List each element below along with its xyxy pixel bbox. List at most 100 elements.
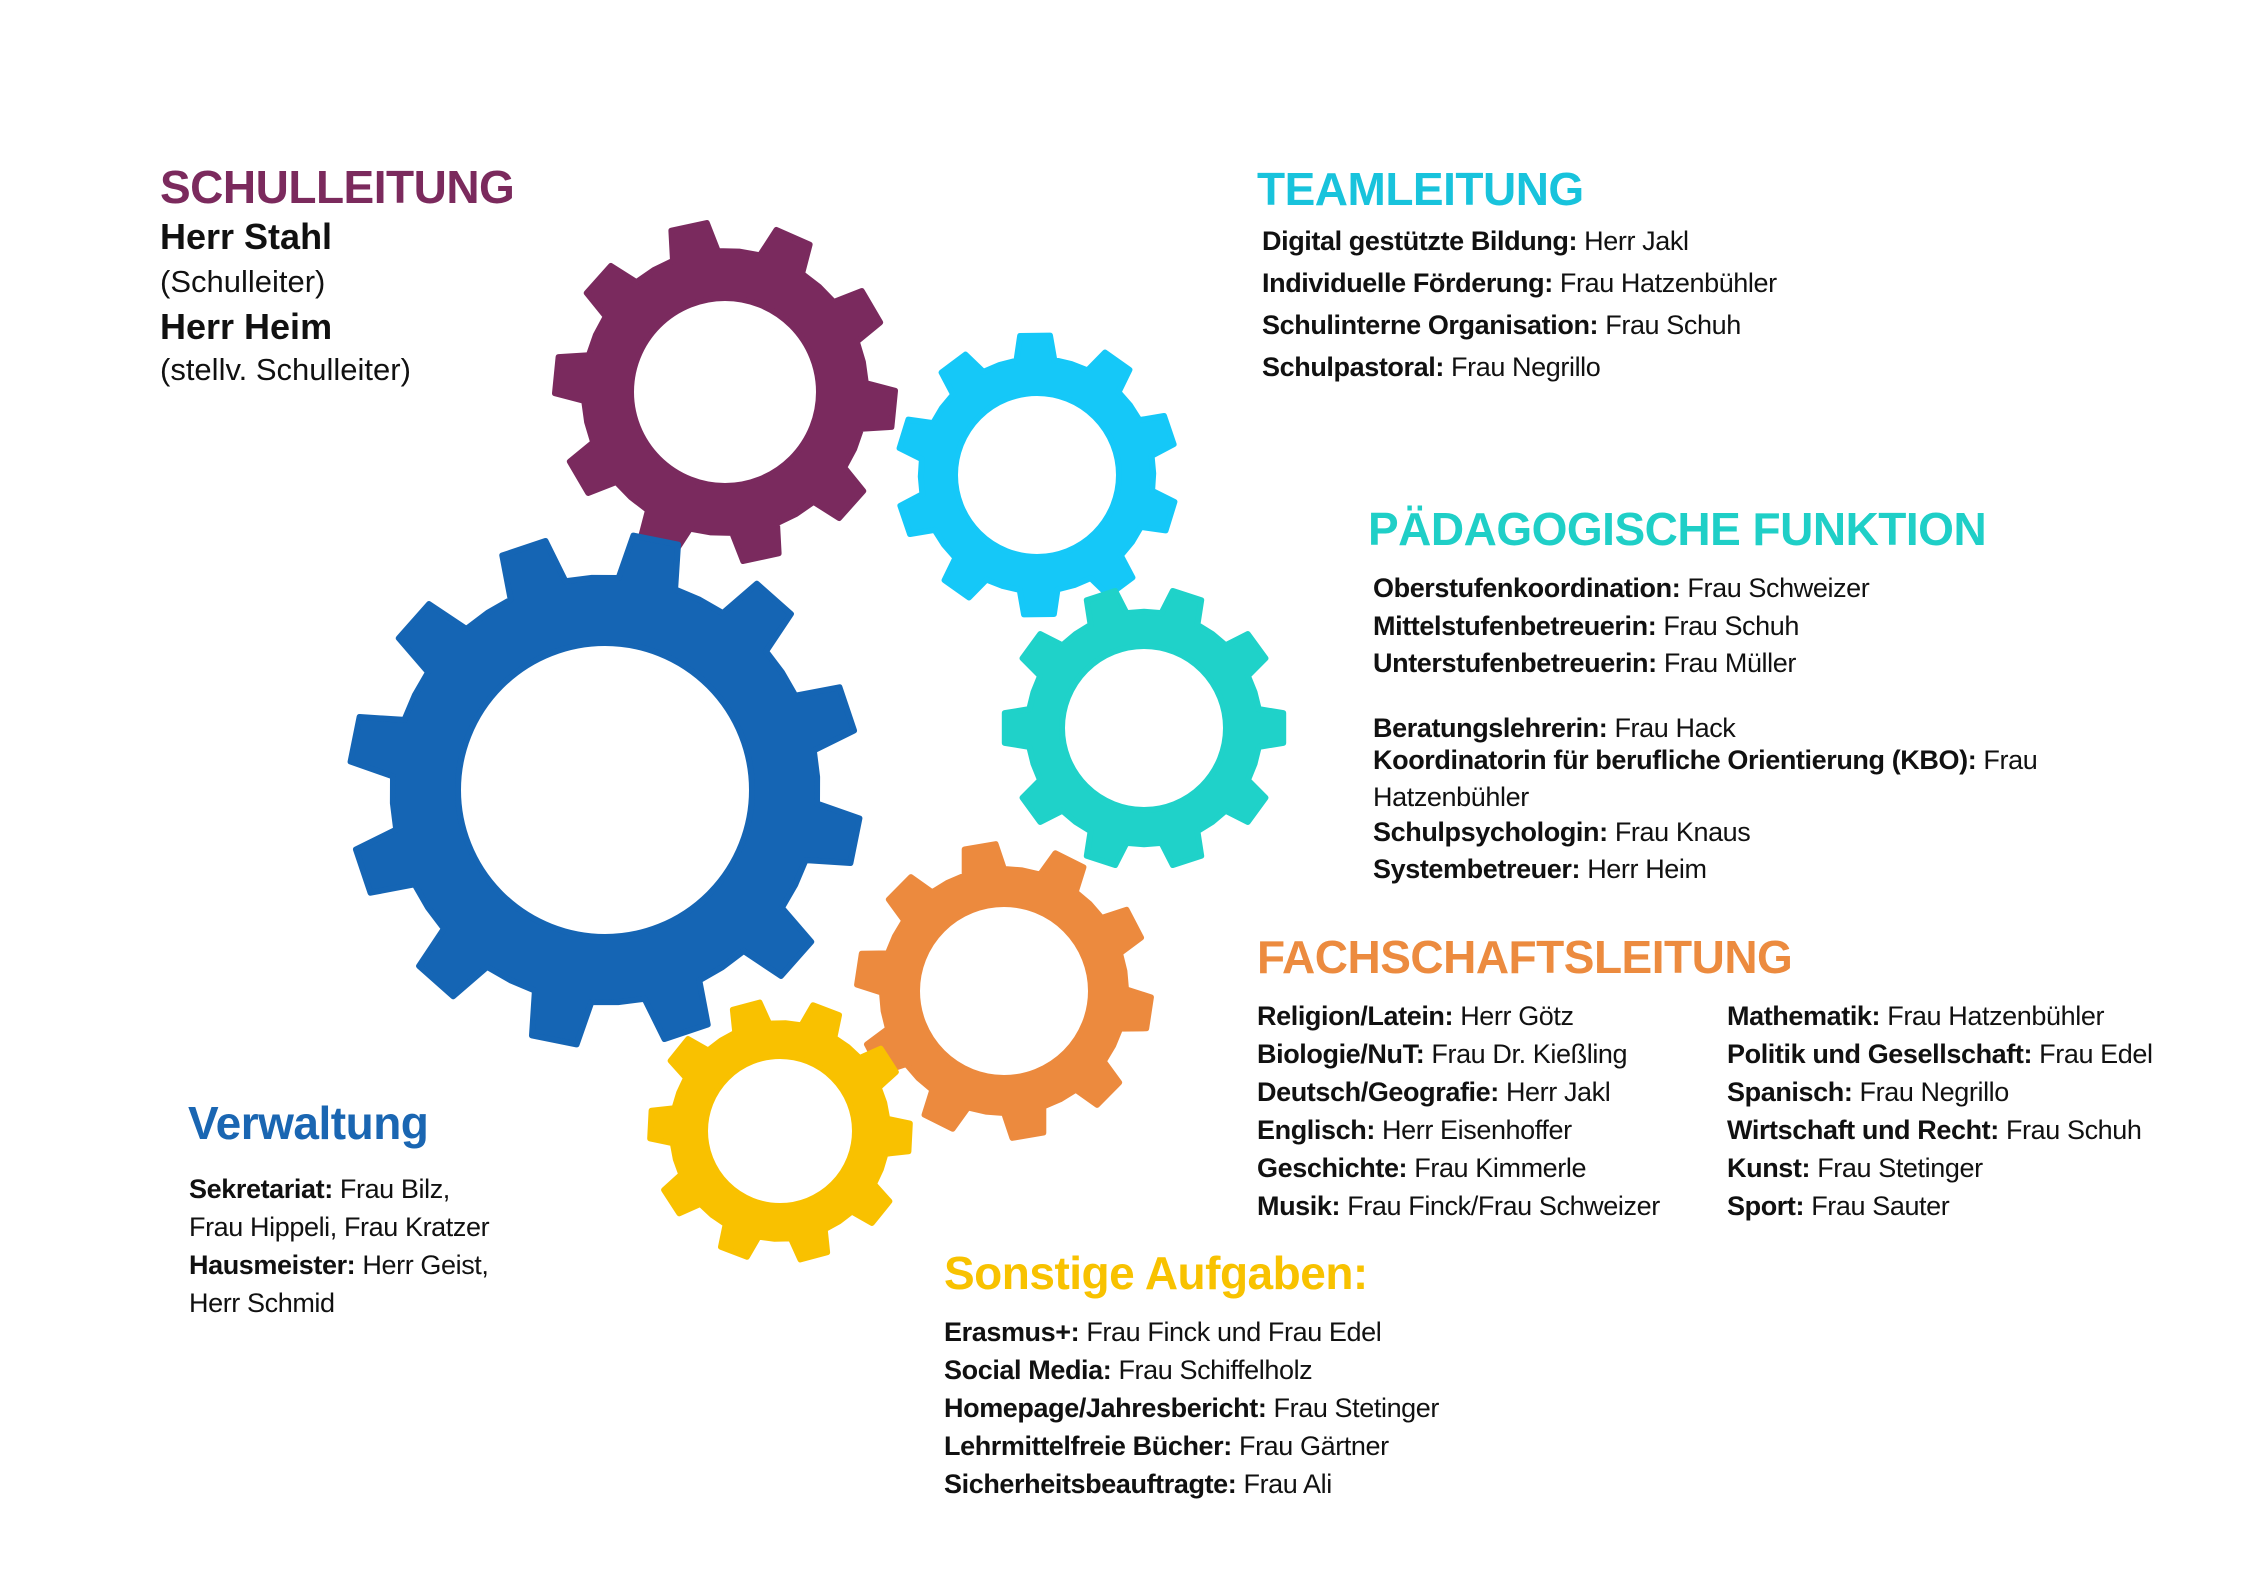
item-value: Frau Kimmerle — [1407, 1153, 1587, 1183]
item-value: Frau Gärtner — [1231, 1431, 1389, 1461]
item-label: Social Media: — [944, 1355, 1112, 1385]
list-item: Politik und Gesellschaft: Frau Edel — [1727, 1039, 2153, 1070]
item-label: Sport: — [1727, 1191, 1805, 1221]
list-item: Social Media: Frau Schiffelholz — [944, 1355, 1313, 1386]
item-label: Kunst: — [1727, 1153, 1811, 1183]
item-label: Homepage/Jahresbericht: — [944, 1393, 1267, 1423]
list-item: Lehrmittelfreie Bücher: Frau Gärtner — [944, 1431, 1389, 1462]
hausmeister-label: Hausmeister: — [189, 1250, 356, 1280]
item-value: Herr Eisenhoffer — [1374, 1115, 1572, 1145]
fachschaft-title: FACHSCHAFTSLEITUNG — [1257, 931, 1793, 983]
item-label: Mathematik: — [1727, 1001, 1881, 1031]
list-item: Deutsch/Geografie: Herr Jakl — [1257, 1077, 1611, 1108]
item-value: Frau Hatzenbühler — [1880, 1001, 2105, 1031]
item-label: Mittelstufenbetreuerin: — [1373, 611, 1657, 641]
schulleiter-role: (Schulleiter) — [160, 264, 326, 299]
item-label: Spanisch: — [1727, 1077, 1853, 1107]
item-value: Frau Sauter — [1804, 1191, 1950, 1221]
schulleitung-section: SCHULLEITUNG Herr Stahl (Schulleiter) He… — [160, 160, 515, 388]
item-label: Englisch: — [1257, 1115, 1375, 1145]
item-label: Geschichte: — [1257, 1153, 1408, 1183]
light-blue-gear-icon — [896, 332, 1178, 618]
item-label: Musik: — [1257, 1191, 1341, 1221]
teamleitung-title: TEAMLEITUNG — [1257, 163, 1584, 215]
list-item: Koordinatorin für berufliche Orientierun… — [1373, 745, 2038, 776]
item-label: Schulinterne Organisation: — [1262, 310, 1599, 340]
item-value: Frau Hatzenbühler — [1552, 268, 1777, 298]
schulleitung-title: SCHULLEITUNG — [160, 161, 515, 213]
item-label: Sicherheitsbeauftragte: — [944, 1469, 1237, 1499]
paedagogisch-title: PÄDAGOGISCHE FUNKTION — [1368, 503, 1987, 555]
item-value: Frau Schiffelholz — [1111, 1355, 1313, 1385]
item-label: Schulpastoral: — [1262, 352, 1444, 382]
item-label: Schulpsychologin: — [1373, 817, 1608, 847]
item-value: Frau Dr. Kießling — [1424, 1039, 1628, 1069]
purple-gear-icon — [552, 220, 898, 564]
item-label: Oberstufenkoordination: — [1373, 573, 1681, 603]
orange-gear-icon — [854, 841, 1154, 1141]
item-value: Frau Negrillo — [1443, 352, 1601, 382]
item-value: Frau Schweizer — [1680, 573, 1870, 603]
list-item: Homepage/Jahresbericht: Frau Stetinger — [944, 1393, 1439, 1424]
list-item: Schulinterne Organisation: Frau Schuh — [1262, 310, 1741, 341]
list-item: Sicherheitsbeauftragte: Frau Ali — [944, 1469, 1332, 1500]
sekretariat-label: Sekretariat: — [189, 1174, 333, 1204]
item-label: Lehrmittelfreie Bücher: — [944, 1431, 1232, 1461]
list-item: Sport: Frau Sauter — [1727, 1191, 1950, 1222]
list-item: Biologie/NuT: Frau Dr. Kießling — [1257, 1039, 1628, 1070]
list-item: Oberstufenkoordination: Frau Schweizer — [1373, 573, 1870, 604]
item-label: Unterstufenbetreuerin: — [1373, 648, 1657, 678]
item-value: Frau Müller — [1656, 648, 1797, 678]
verwaltung-title: Verwaltung — [188, 1097, 429, 1149]
stellv-schulleiter-name: Herr Heim — [160, 306, 333, 347]
item-label: Religion/Latein: — [1257, 1001, 1454, 1031]
item-value: Frau Finck/Frau Schweizer — [1340, 1191, 1660, 1221]
list-item: Unterstufenbetreuerin: Frau Müller — [1373, 648, 1796, 679]
list-item: Schulpastoral: Frau Negrillo — [1262, 352, 1601, 383]
item-value: Herr Heim — [1580, 854, 1707, 884]
list-item: Systembetreuer: Herr Heim — [1373, 854, 1707, 885]
item-value: Frau Schuh — [1998, 1115, 2142, 1145]
item-label: Erasmus+: — [944, 1317, 1080, 1347]
item-value: Frau Edel — [2032, 1039, 2153, 1069]
item-value: Frau Stetinger — [1266, 1393, 1440, 1423]
item-value: Frau Finck und Frau Edel — [1079, 1317, 1382, 1347]
list-item: Wirtschaft und Recht: Frau Schuh — [1727, 1115, 2142, 1146]
list-item: Individuelle Förderung: Frau Hatzenbühle… — [1262, 268, 1777, 299]
verwaltung-list: Sekretariat: Frau Bilz, Frau Hippeli, Fr… — [189, 1170, 490, 1322]
item-label: Wirtschaft und Recht: — [1727, 1115, 1999, 1145]
sonstige-title: Sonstige Aufgaben: — [944, 1247, 1368, 1299]
item-value: Herr Götz — [1453, 1001, 1574, 1031]
schulleiter-name: Herr Stahl — [160, 216, 333, 257]
item-value: Frau Negrillo — [1852, 1077, 2010, 1107]
list-item: Musik: Frau Finck/Frau Schweizer — [1257, 1191, 1660, 1222]
yellow-gear-icon — [647, 999, 913, 1263]
sekretariat-value-cont: Frau Hippeli, Frau Kratzer — [189, 1212, 490, 1242]
item-value: Frau Ali — [1236, 1469, 1332, 1499]
item-label: Biologie/NuT: — [1257, 1039, 1425, 1069]
list-item: Schulpsychologin: Frau Knaus — [1373, 817, 1751, 848]
stellv-schulleiter-role: (stellv. Schulleiter) — [160, 352, 411, 387]
item-label: Systembetreuer: — [1373, 854, 1581, 884]
item-value: Frau Schuh — [1656, 611, 1800, 641]
list-item: Geschichte: Frau Kimmerle — [1257, 1153, 1586, 1184]
item-label: Politik und Gesellschaft: — [1727, 1039, 2033, 1069]
list-item: Mathematik: Frau Hatzenbühler — [1727, 1001, 2104, 1032]
sekretariat-value: Frau Bilz, — [332, 1174, 450, 1204]
hausmeister-value-cont: Herr Schmid — [189, 1288, 335, 1318]
list-item: Beratungslehrerin: Frau Hack — [1373, 713, 1736, 744]
list-item: Religion/Latein: Herr Götz — [1257, 1001, 1574, 1032]
item-value: Frau Knaus — [1607, 817, 1751, 847]
item-label: Deutsch/Geografie: — [1257, 1077, 1499, 1107]
item-value: Frau Hack — [1607, 713, 1736, 743]
item-label: Beratungslehrerin: — [1373, 713, 1608, 743]
list-item: Englisch: Herr Eisenhoffer — [1257, 1115, 1572, 1146]
list-item: Kunst: Frau Stetinger — [1727, 1153, 1983, 1184]
teal-gear-icon — [1001, 588, 1287, 868]
item-label: Digital gestützte Bildung: — [1262, 226, 1578, 256]
item-value: Frau Schuh — [1598, 310, 1741, 340]
item-value: Frau — [1976, 745, 2038, 775]
hausmeister-value: Herr Geist, — [355, 1250, 489, 1280]
list-item: Mittelstufenbetreuerin: Frau Schuh — [1373, 611, 1799, 642]
